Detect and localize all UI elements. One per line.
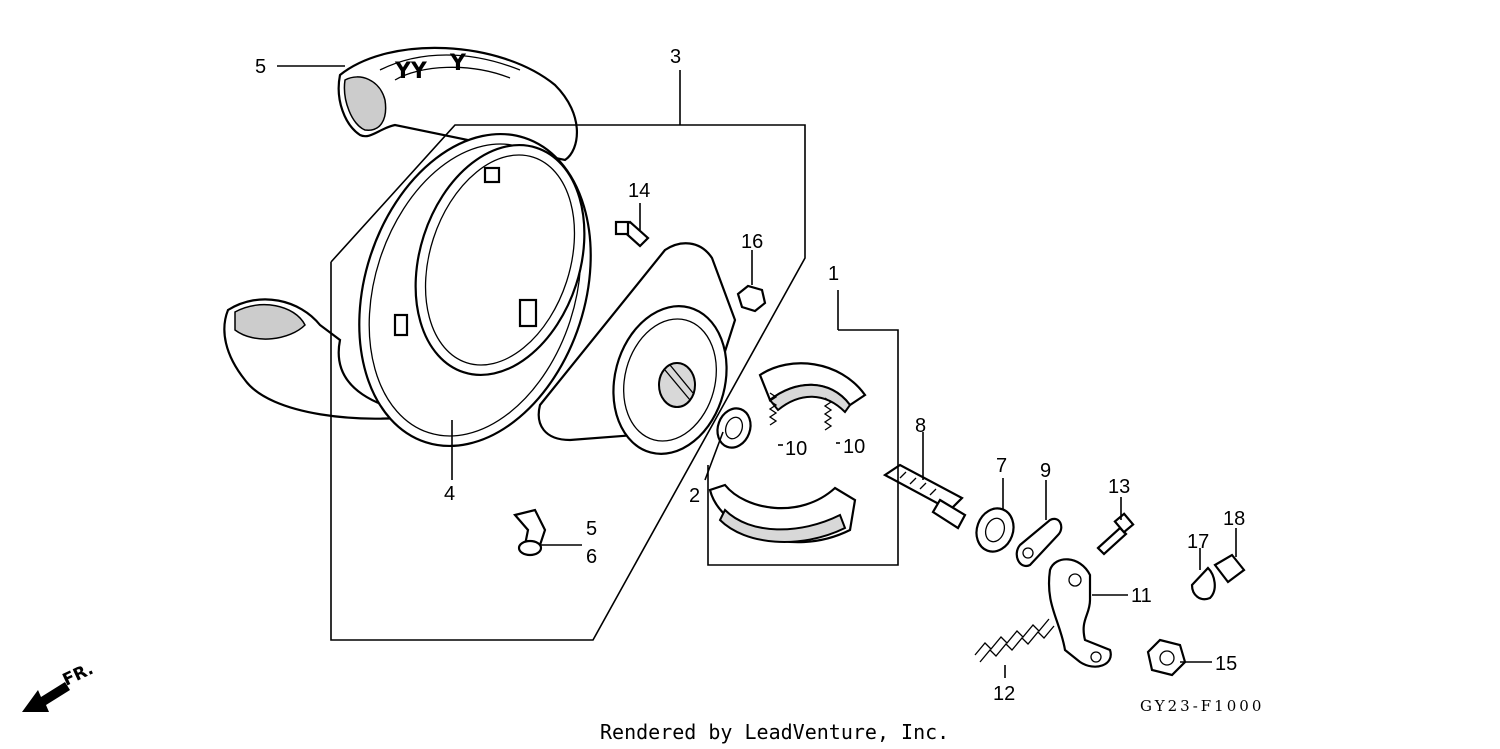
credit-text: Rendered by LeadVenture, Inc. <box>600 720 949 744</box>
callout-10-left: 10 <box>785 438 807 460</box>
callout-5-valve: 5 <box>586 518 597 540</box>
valve-illustration <box>512 508 547 557</box>
callout-14: 14 <box>628 180 650 202</box>
callout-11: 11 <box>1131 585 1152 607</box>
svg-text:Y: Y <box>449 51 467 76</box>
nut-illustration <box>736 284 767 313</box>
return-spring-illustration <box>768 392 833 431</box>
callout-4: 4 <box>444 483 455 505</box>
brake-cam-illustration <box>882 463 967 530</box>
dust-seal-illustration <box>975 507 1015 553</box>
callout-16: 16 <box>741 231 763 253</box>
brake-arm-illustration <box>1047 558 1112 668</box>
joint-bolt-illustration <box>1213 553 1246 584</box>
callout-5-tire: 5 <box>255 56 266 78</box>
callout-15: 15 <box>1215 653 1237 675</box>
washer-illustration <box>716 407 752 449</box>
callout-17: 17 <box>1187 531 1209 553</box>
assembly-frame-brake <box>707 290 899 566</box>
callout-13: 13 <box>1108 476 1130 498</box>
callout-10-right: 10 <box>843 436 865 458</box>
callout-12: 12 <box>993 683 1015 705</box>
callout-2: 2 <box>689 485 700 507</box>
joint-illustration <box>1190 566 1216 601</box>
svg-text:YY: YY <box>394 59 428 84</box>
flange-bolt-illustration <box>614 220 650 248</box>
wear-indicator-illustration <box>1015 517 1063 568</box>
callout-18: 18 <box>1223 508 1245 530</box>
callout-1: 1 <box>828 263 839 285</box>
axle-nut-illustration <box>1146 638 1187 677</box>
callout-8: 8 <box>915 415 926 437</box>
tire-illustration: YY Y <box>223 46 578 420</box>
direction-label: FR. <box>60 659 97 690</box>
diagram-code: GY23-F1000 <box>1140 697 1264 715</box>
callout-7: 7 <box>996 455 1007 477</box>
brake-shoe-lower <box>708 483 857 544</box>
rim-illustration <box>358 132 592 448</box>
callout-3: 3 <box>670 46 681 68</box>
callout-9: 9 <box>1040 460 1051 482</box>
front-arrow-icon: FR. <box>22 659 97 712</box>
bolt-illustration <box>1096 512 1135 556</box>
brake-shoe-upper <box>758 362 867 414</box>
assembly-frame-wheel <box>330 70 806 641</box>
callout-6: 6 <box>586 546 597 568</box>
hub-illustration <box>537 242 737 455</box>
leader-lines <box>277 65 1237 678</box>
arm-spring-illustration <box>974 618 1055 663</box>
